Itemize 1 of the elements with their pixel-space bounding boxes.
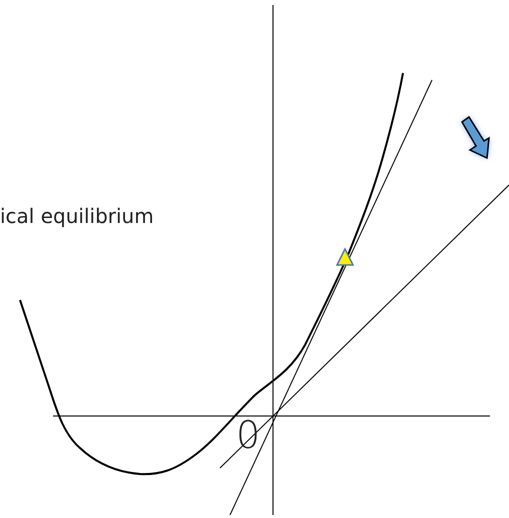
text-label: ical equilibrium bbox=[0, 206, 154, 226]
